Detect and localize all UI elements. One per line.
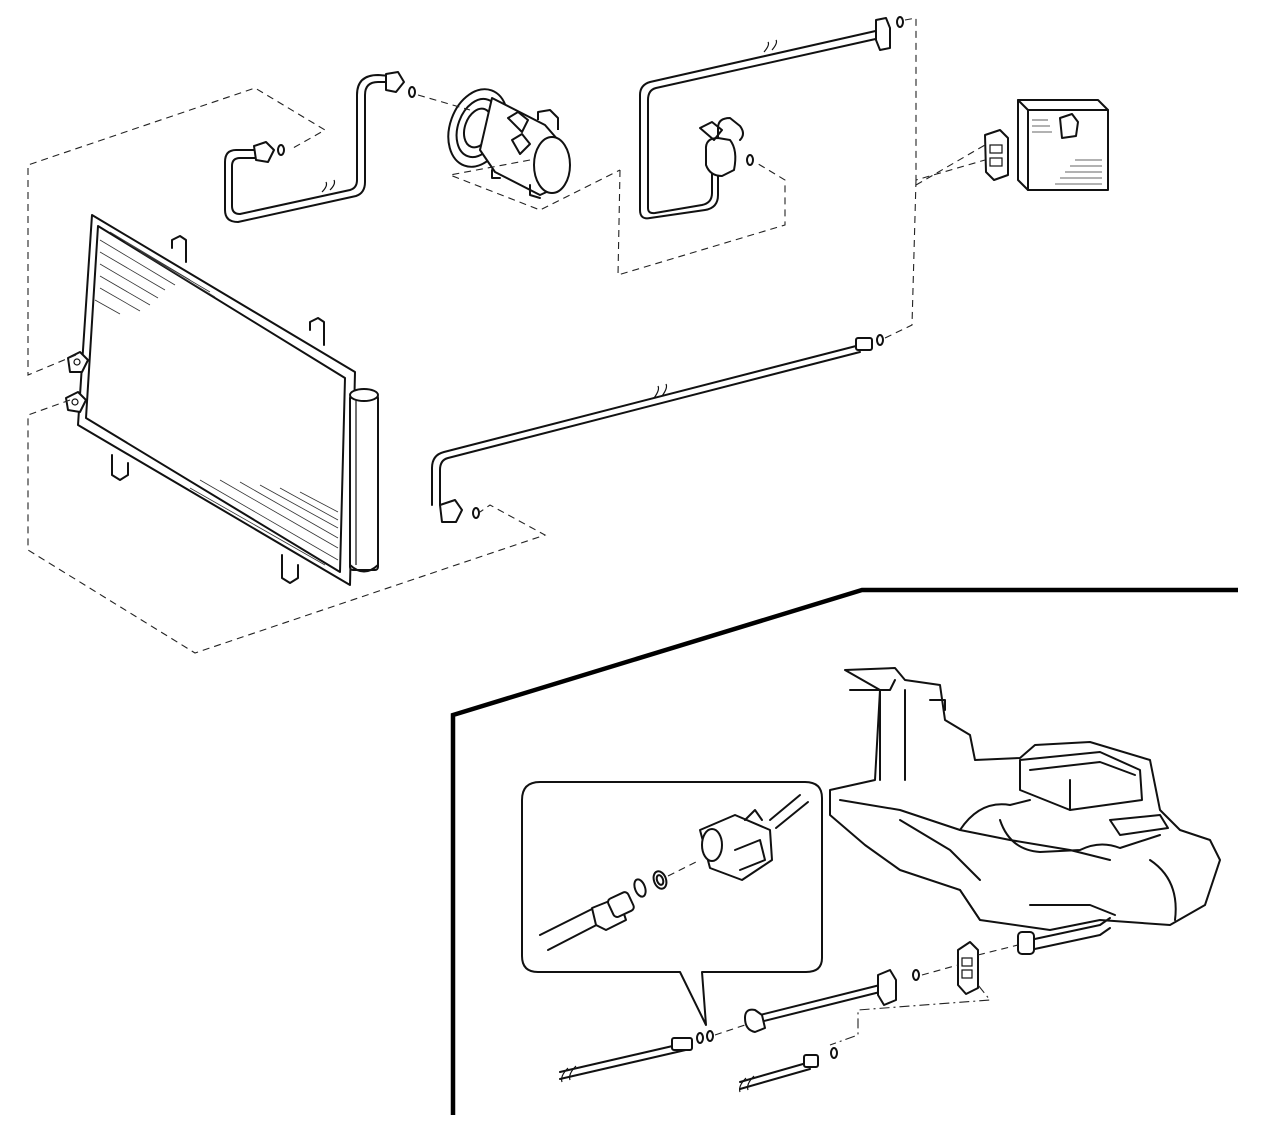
evaporator-icon	[1017, 99, 1109, 191]
suction-hose-icon	[639, 16, 904, 220]
lower-tubes-icon	[559, 969, 897, 1093]
compressor-icon	[447, 88, 571, 199]
magnifier-callout-icon	[521, 781, 823, 1026]
valve-icon	[984, 129, 1009, 181]
discharge-hose-icon	[224, 71, 416, 223]
condenser-icon	[65, 214, 356, 586]
connection-lines-upper	[27, 17, 986, 654]
lower-valve-icon	[829, 941, 1019, 1046]
tube-icon	[431, 334, 884, 523]
heater-unit-icon	[829, 667, 1221, 955]
detail-section-frame	[450, 587, 1238, 1115]
receiver-dryer-icon	[349, 388, 379, 573]
